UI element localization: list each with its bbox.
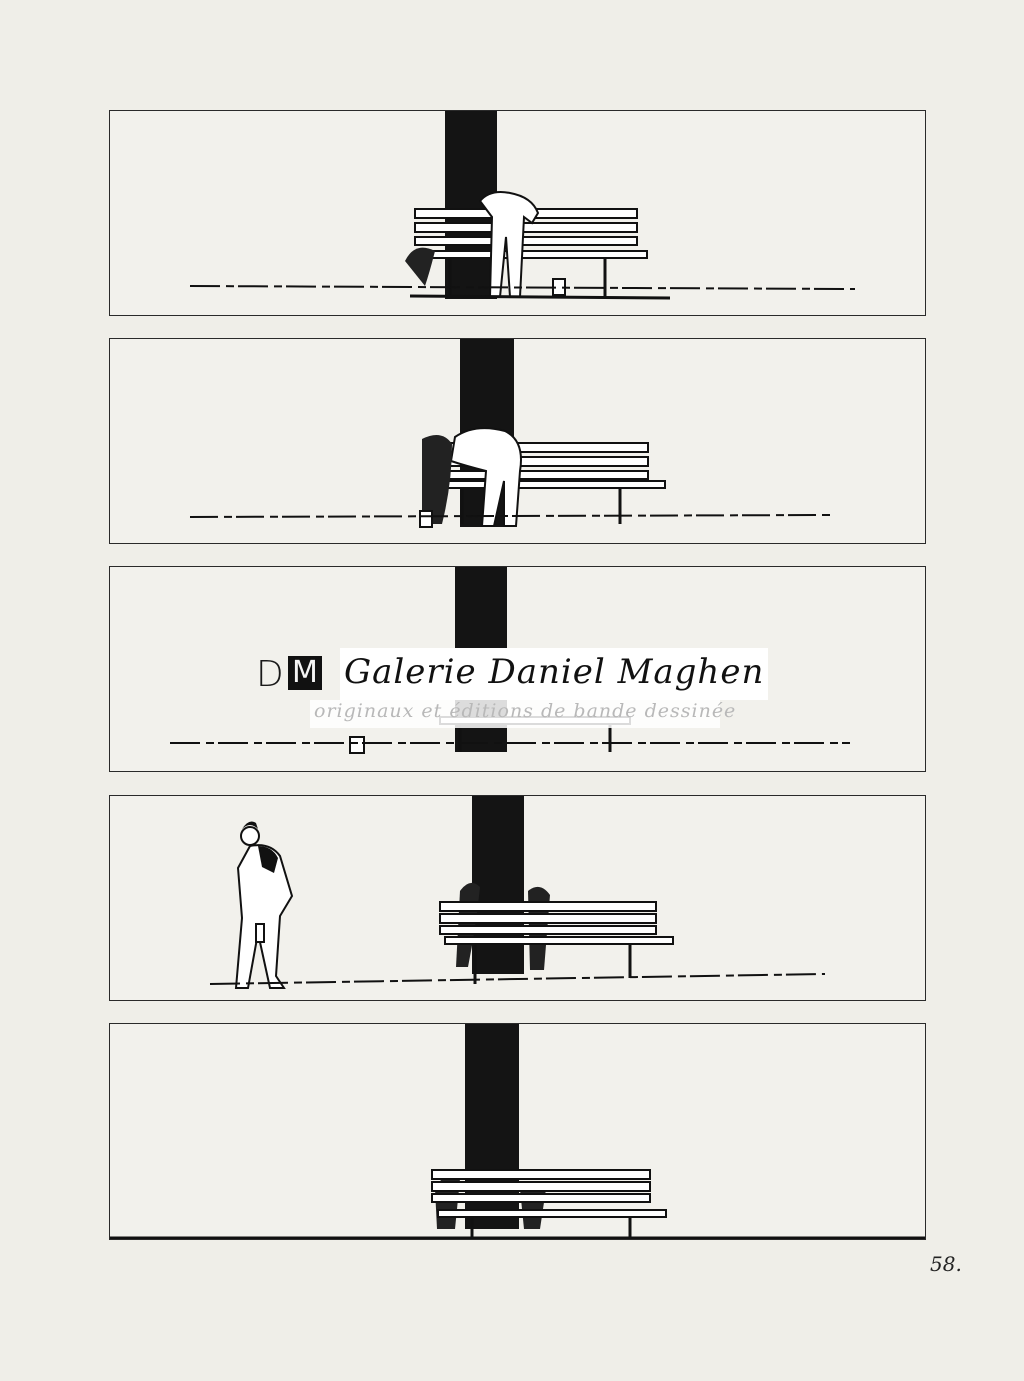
watermark-title-band <box>340 648 768 700</box>
panel-1-illustration <box>189 111 856 300</box>
watermark-subtitle: originaux et éditions de bande dessinée <box>314 700 737 722</box>
panel-4-illustration <box>209 796 826 989</box>
page-number: 58. <box>930 1252 962 1276</box>
comic-panel-5 <box>109 1023 926 1240</box>
watermark-logo-d: D <box>256 654 284 695</box>
watermark-logo-m: M <box>288 656 322 690</box>
gallery-watermark: D M Galerie Daniel Maghen originaux et é… <box>252 648 768 730</box>
panel-5-illustration <box>110 1024 925 1239</box>
comic-panel-4 <box>109 795 926 1001</box>
panel-2-illustration <box>189 339 831 528</box>
comic-panel-1 <box>109 110 926 316</box>
watermark-title: Galerie Daniel Maghen <box>344 652 765 692</box>
watermark-subtitle-band <box>310 700 720 728</box>
comic-panel-2 <box>109 338 926 544</box>
